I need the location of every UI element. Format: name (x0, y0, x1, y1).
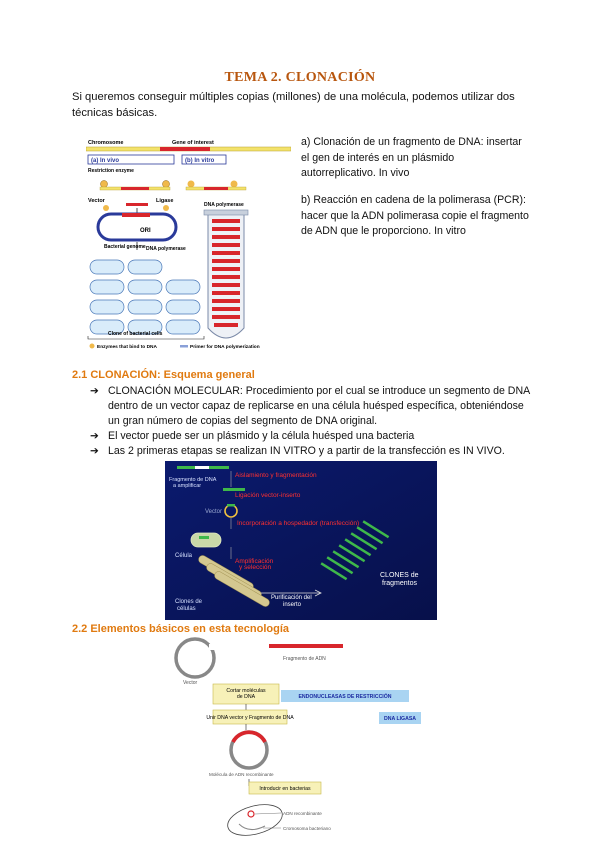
chromosome-label: Cromosoma bacteriano (283, 826, 331, 831)
bacterial-genome-label: Bacterial genome (104, 244, 146, 250)
clone-label: Clone of bacterial cells (108, 331, 163, 337)
join-box (212, 709, 288, 725)
ligase-box (379, 712, 421, 724)
introduce-label: Introducir en bacterias (259, 786, 311, 792)
section-21-heading: 2.1 CLONACIÓN: Esquema general (72, 369, 255, 381)
section-21-bullets: ➔CLONACIÓN MOLECULAR: Procedimiento por … (90, 384, 530, 459)
chromosome-label: Chromosome (88, 140, 123, 146)
vector-label: Vector (183, 680, 198, 686)
dna-fragment-bar (269, 644, 343, 648)
bullet-item: ➔CLONACIÓN MOLECULAR: Procedimiento por … (90, 385, 530, 427)
arrow-icon: ➔ (90, 430, 99, 442)
page-title: TEMA 2. CLONACIÓN (224, 70, 376, 85)
host-cell (190, 532, 222, 548)
endonucleases-box (281, 690, 409, 702)
method-a-text: a) Clonación de un fragmento de DNA: ins… (301, 136, 522, 179)
cloning-vs-pcr-figure: Chromosome Gene of interest (a) In vivo … (86, 136, 291, 350)
intro-paragraph: Si queremos conseguir múltiples copias (… (72, 91, 515, 119)
ligase-label: Ligase (156, 198, 173, 204)
bullet-item: ➔Las 2 primeras etapas se realizan IN VI… (90, 445, 505, 457)
step1-label: Aislamiento y fragmentación (235, 472, 317, 479)
bacterium (227, 804, 283, 836)
clones-fragments (320, 520, 390, 581)
step2-label: Ligación vector-inserto (235, 492, 301, 499)
gene-of-interest-bar (160, 147, 210, 151)
join-label: Unir DNA vector y Fragmento de DNA (206, 715, 294, 721)
adn-recombinante-label: ADN recombinante (283, 811, 322, 816)
in-vivo-label: (a) In vivo (91, 158, 119, 164)
dna-polymerase-label: DNA polymerase (146, 246, 186, 252)
vector-label: Vector (205, 509, 222, 515)
fragment-label: Fragmento de ADN (283, 656, 326, 662)
method-b-text: b) Reacción en cadena de la polimerasa (… (301, 194, 529, 237)
in-vitro-label: (b) In vitro (185, 158, 215, 164)
basic-elements-figure: Vector Fragmento de ADN Cortar moléculas… (174, 637, 421, 836)
step3-label: Incorporación a hospedador (transfección… (237, 520, 359, 527)
ligase-label: DNA LIGASA (384, 716, 416, 722)
legend-enzymes: Enzymes that bind to DNA (97, 344, 157, 350)
legend-primer: Primer for DNA polymerization (190, 344, 260, 350)
endonucleases-label: ENDONUCLEASAS DE RESTRICCIÓN (298, 692, 391, 700)
pcr-copies (212, 219, 240, 327)
arrow-icon: ➔ (90, 445, 99, 457)
introduce-box (248, 781, 322, 795)
bacterial-cells (89, 259, 201, 335)
clones-cells (198, 555, 270, 607)
restriction-enzyme-label: Restriction enzyme (88, 168, 134, 174)
section-22-heading: 2.2 Elementos básicos en esta tecnología (72, 623, 290, 635)
ori-label: ORI (140, 228, 151, 234)
gene-of-interest-label: Gene of interest (172, 140, 214, 146)
bullet-item: ➔El vector puede ser un plásmido y la cé… (90, 430, 415, 442)
recombinant-label: Molécula de ADN recombinante (209, 772, 274, 777)
dna-polymerase-top-label: DNA polymerase (204, 202, 244, 208)
vector-label: Vector (88, 198, 106, 204)
arrow-icon: ➔ (90, 385, 99, 397)
vector-plasmid (174, 637, 216, 679)
cell-label: Célula (175, 553, 193, 559)
